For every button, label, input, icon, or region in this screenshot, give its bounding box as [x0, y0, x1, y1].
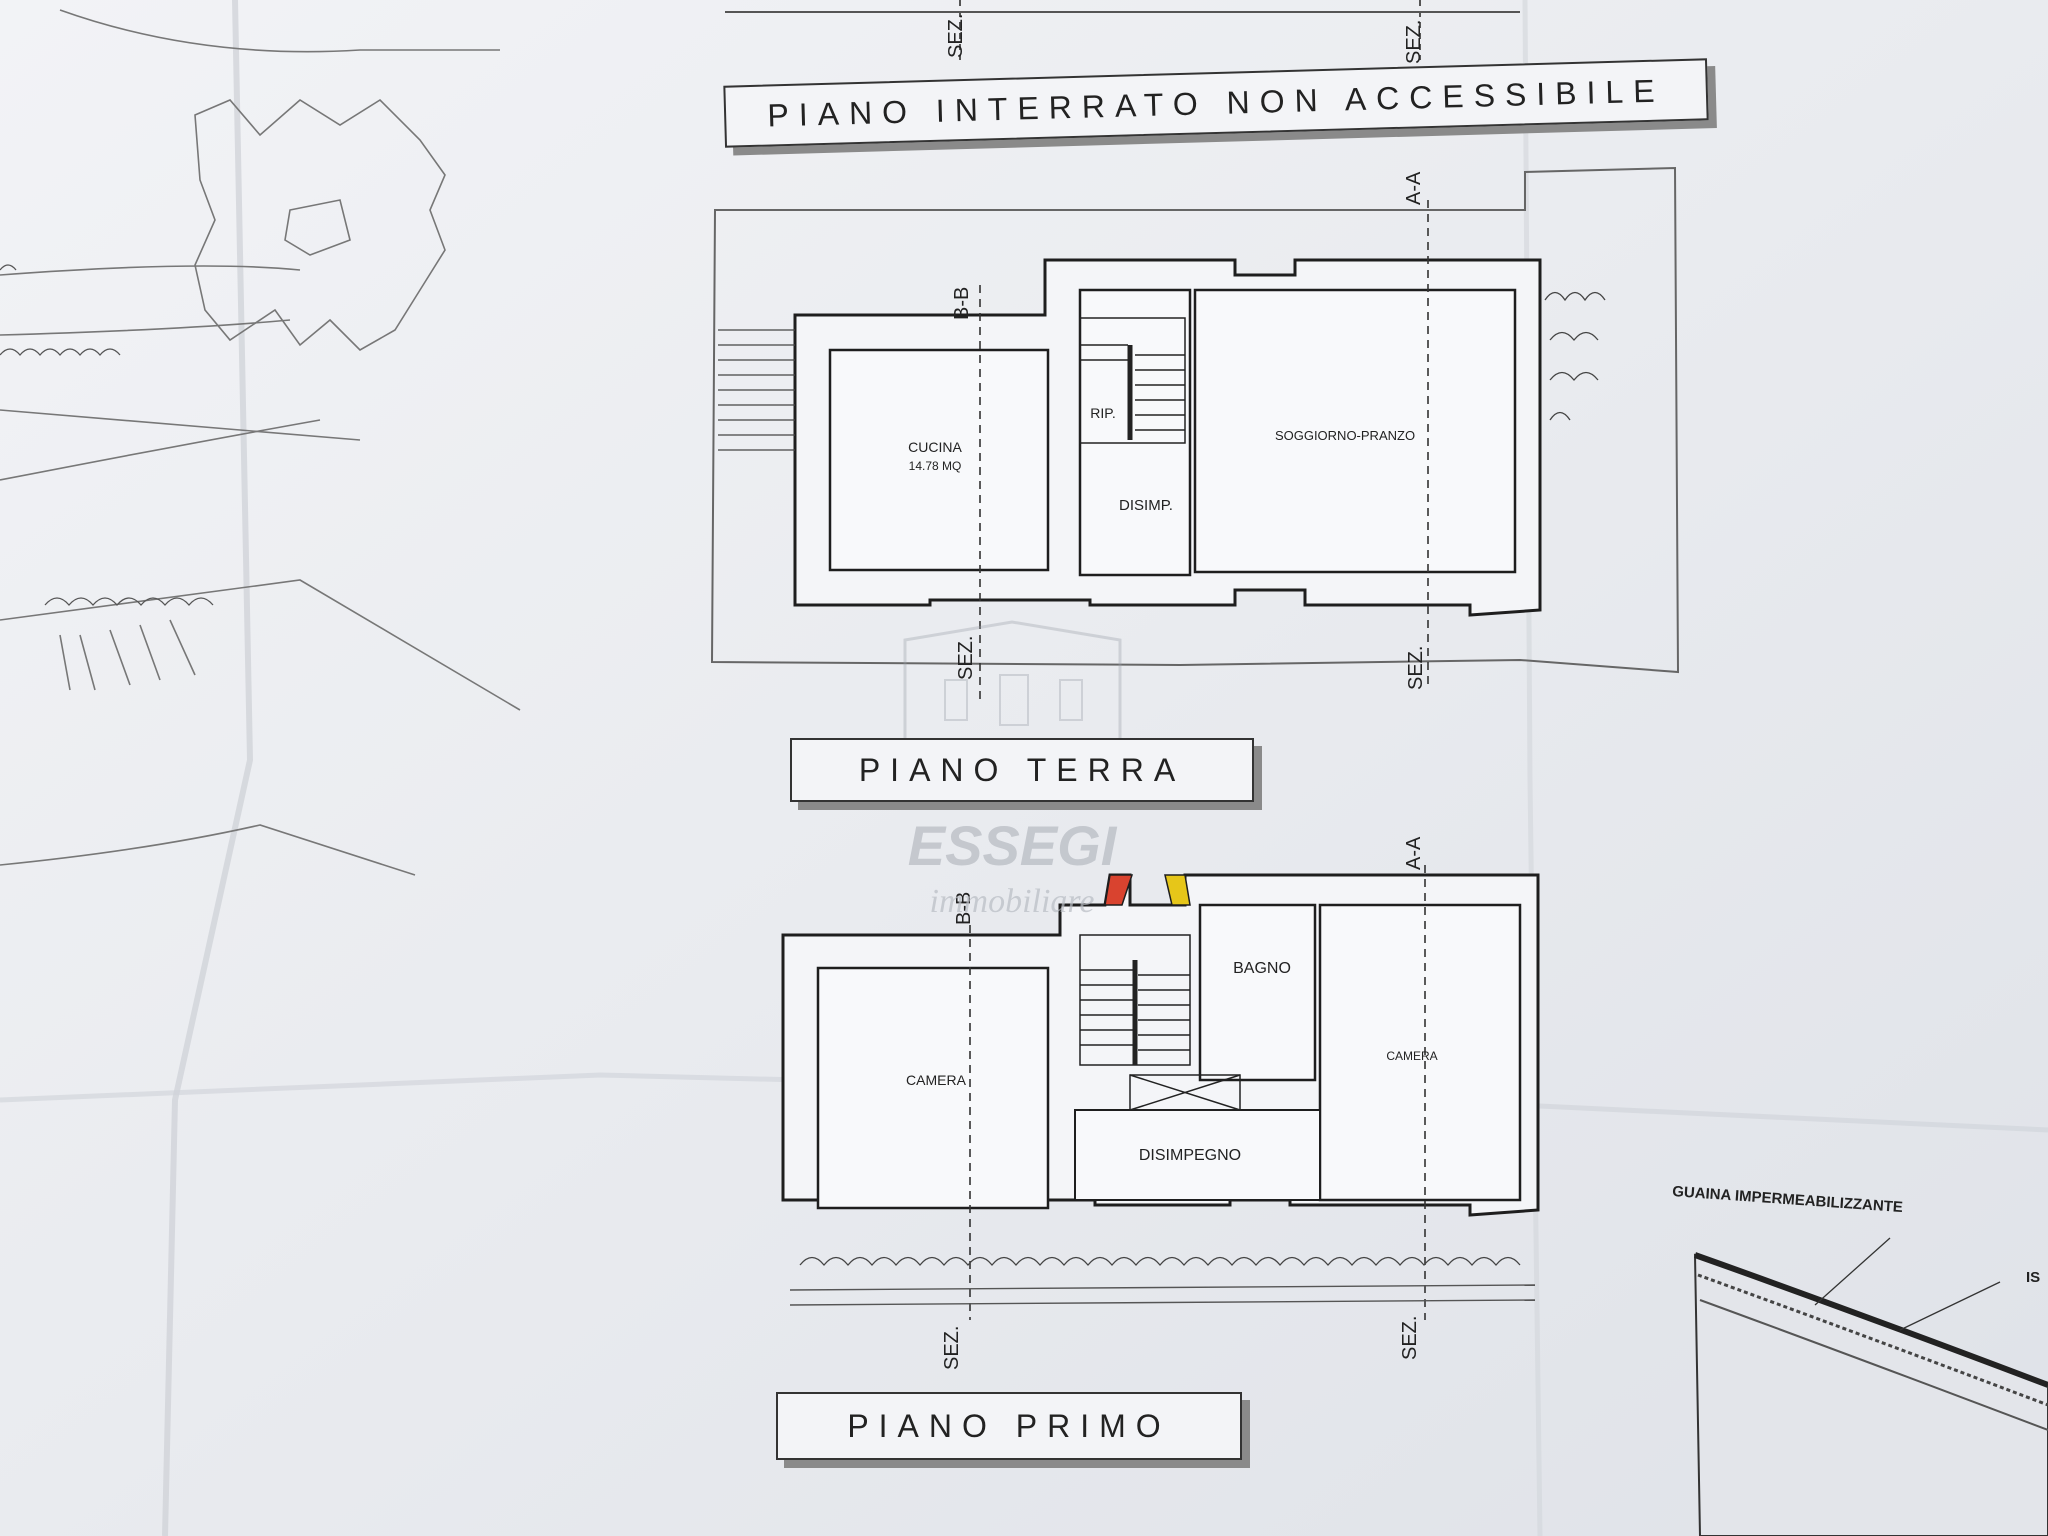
hedge-sketch-left — [0, 264, 214, 606]
section-mark-sez-top-left: SEZ. — [945, 14, 967, 58]
label-camera-right: CAMERA — [1386, 1049, 1437, 1063]
first-floor-plan — [781, 865, 1540, 1320]
label-camera-left: CAMERA — [906, 1072, 967, 1088]
label-isolante-partial: IS — [2026, 1269, 2040, 1286]
title-piano-terra: PIANO TERRA — [790, 738, 1254, 802]
ground-floor-stairs — [1079, 317, 1186, 444]
label-cucina: CUCINA — [908, 439, 962, 455]
title-piano-primo: PIANO PRIMO — [776, 1392, 1242, 1460]
label-soggiorno-pranzo: SOGGIORNO-PRANZO — [1275, 428, 1415, 443]
ground-floor-entry-steps — [718, 329, 795, 451]
label-bagno: BAGNO — [1233, 960, 1291, 977]
section-mark-bb-first: B-B — [953, 892, 975, 925]
section-mark-sez-ground-left: SEZ. — [955, 636, 977, 680]
room-bagno — [1198, 903, 1317, 1082]
first-floor-void — [1129, 1074, 1241, 1111]
label-disimpegno: DISIMPEGNO — [1139, 1147, 1241, 1164]
label-rip: RIP. — [1090, 405, 1115, 421]
section-mark-sez-first-right: SEZ. — [1399, 1316, 1421, 1360]
room-disimp — [1078, 288, 1192, 577]
section-mark-sez-ground-right: SEZ. — [1405, 646, 1427, 690]
watermark-sub: immobiliare — [930, 883, 1095, 920]
section-mark-aa-ground: A-A — [1403, 171, 1425, 205]
section-mark-sez-top-right: SEZ. — [1403, 20, 1425, 64]
label-cucina-area: 14.78 MQ — [909, 459, 962, 473]
hedge-baseline-2 — [789, 1299, 1536, 1306]
chimney-yellow — [1164, 874, 1191, 906]
watermark-brand: ESSEGI — [908, 814, 1118, 877]
hedge-baseline-1 — [789, 1284, 1536, 1291]
section-mark-sez-first-left: SEZ. — [941, 1326, 963, 1370]
room-camera-right — [1318, 903, 1522, 1202]
room-camera-left — [816, 966, 1050, 1210]
section-mark-aa-first: A-A — [1403, 836, 1425, 870]
label-disimp: DISIMP. — [1119, 497, 1173, 514]
first-floor-stairs — [1079, 934, 1191, 1066]
chimney-red — [1104, 874, 1134, 906]
hedge-ground-right — [1544, 291, 1606, 421]
site-plan-sketch — [0, 9, 521, 876]
ground-floor-site-boundary — [710, 166, 1680, 674]
hedge-first-bottom — [799, 1256, 1521, 1267]
section-mark-bb-ground: B-B — [951, 287, 973, 320]
room-cucina — [828, 348, 1050, 572]
basement-strip — [725, 0, 1520, 60]
ground-floor-plan — [710, 166, 1680, 700]
roof-section-detail — [1693, 1237, 2048, 1536]
fold-crease-vertical-left — [162, 0, 254, 1536]
room-soggiorno — [1193, 288, 1517, 574]
